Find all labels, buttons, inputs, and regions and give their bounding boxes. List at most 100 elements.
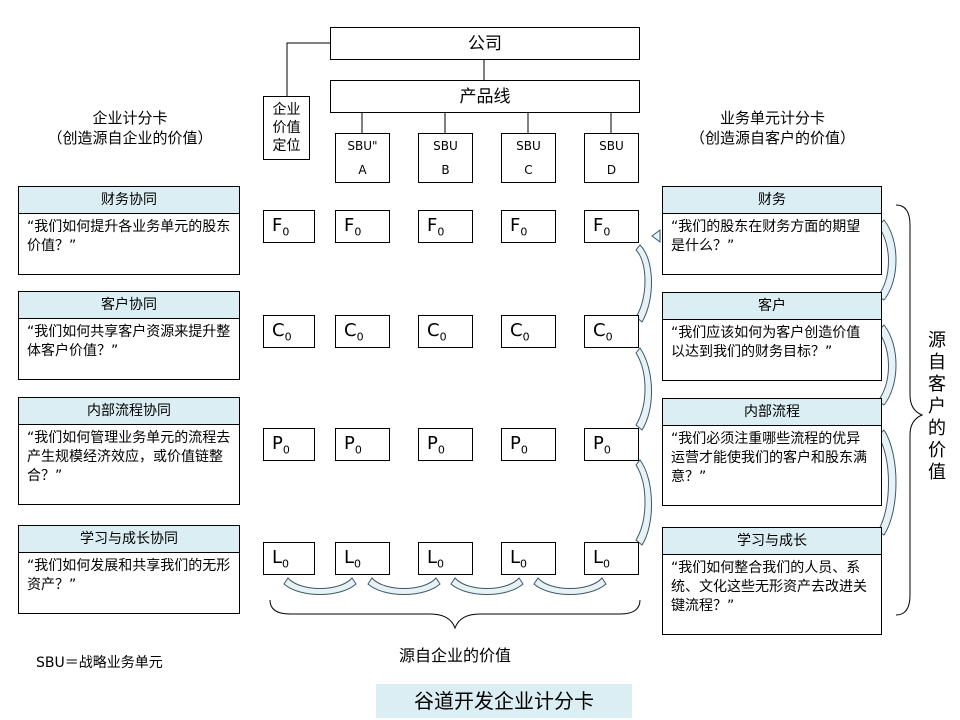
left-title-line1: 企业计分卡 xyxy=(92,109,168,127)
cell-subscript: 0 xyxy=(437,557,445,571)
cell-letter: C xyxy=(272,320,285,341)
cell-subscript: 0 xyxy=(437,443,445,457)
cell-letter: P xyxy=(427,433,438,454)
cell-p-2: P0 xyxy=(418,428,473,461)
cell-subscript: 0 xyxy=(520,443,528,457)
cell-c-3: C0 xyxy=(501,315,556,348)
right-title-line1: 业务单元计分卡 xyxy=(719,109,825,127)
right-side-label: 源 自 客 户 的 价 值 xyxy=(928,330,946,483)
cell-l-3: L0 xyxy=(501,542,556,575)
cell-letter: L xyxy=(427,547,438,568)
cell-letter: F xyxy=(593,215,604,236)
right-title: 业务单元计分卡 （创造源自客户的价值） xyxy=(660,108,885,148)
left-box-learning-header: 学习与成长协同 xyxy=(18,525,240,553)
cell-subscript: 0 xyxy=(354,225,362,239)
right-box-finance-header: 财务 xyxy=(662,186,882,214)
cell-letter: P xyxy=(344,433,355,454)
left-box-customer-header: 客户协同 xyxy=(18,291,240,319)
right-box-process-text: “我们必须注重哪些流程的优异运营才能使我们的客户和股东满意？” xyxy=(662,426,882,506)
cell-subscript: 0 xyxy=(605,330,613,344)
company-box: 公司 xyxy=(330,27,640,60)
cell-f-4: F0 xyxy=(584,210,639,243)
cell-subscript: 0 xyxy=(603,225,611,239)
cell-subscript: 0 xyxy=(284,330,292,344)
footnote: SBU＝战略业务单元 xyxy=(36,655,163,671)
left-box-customer-text: “我们如何共享客户资源来提升整体客户价值？” xyxy=(18,319,240,380)
cell-c-1: C0 xyxy=(335,315,390,348)
left-box-finance-text: “我们如何提升各业务单元的股东价值？” xyxy=(18,214,240,275)
sbu-b-box: SBU B xyxy=(418,133,473,183)
cell-subscript: 0 xyxy=(520,225,528,239)
cell-subscript: 0 xyxy=(520,557,528,571)
cell-letter: L xyxy=(272,547,283,568)
cell-letter: F xyxy=(344,215,355,236)
cell-subscript: 0 xyxy=(282,225,290,239)
sbu-d-box: SBU D xyxy=(584,133,639,183)
sbu-a-box: SBU" A xyxy=(335,133,390,183)
right-box-learning-text: “我们如何整合我们的人员、系统、文化这些无形资产去改进关键流程？” xyxy=(662,555,882,635)
cell-letter: C xyxy=(593,320,606,341)
cell-p-3: P0 xyxy=(501,428,556,461)
left-box-process-text: “我们如何管理业务单元的流程去产生规模经济效应，或价值链整合？” xyxy=(18,425,240,505)
right-box-customer: 客户 “我们应该如何为客户创造价值以达到我们的财务目标？” xyxy=(662,292,882,381)
cell-letter: P xyxy=(272,433,283,454)
cell-l-2: L0 xyxy=(418,542,473,575)
right-title-line2: （创造源自客户的价值） xyxy=(689,129,855,147)
sbu-d-label: SBU xyxy=(599,139,624,153)
cell-subscript: 0 xyxy=(603,443,611,457)
cell-subscript: 0 xyxy=(439,330,447,344)
left-box-customer: 客户协同 “我们如何共享客户资源来提升整体客户价值？” xyxy=(18,291,240,380)
cell-letter: L xyxy=(344,547,355,568)
left-box-learning: 学习与成长协同 “我们如何发展和共享我们的无形资产？” xyxy=(18,525,240,614)
sbu-b-letter: B xyxy=(441,163,450,177)
left-title-line2: （创造源自企业的价值） xyxy=(47,129,213,147)
left-title: 企业计分卡 （创造源自企业的价值） xyxy=(20,108,240,148)
cell-p-0: P0 xyxy=(263,428,315,461)
product-line-box: 产品线 xyxy=(330,80,640,113)
right-box-learning-header: 学习与成长 xyxy=(662,527,882,555)
cell-subscript: 0 xyxy=(354,557,362,571)
cell-l-1: L0 xyxy=(335,542,390,575)
right-box-process: 内部流程 “我们必须注重哪些流程的优异运营才能使我们的客户和股东满意？” xyxy=(662,398,882,506)
cell-letter: C xyxy=(427,320,440,341)
cell-subscript: 0 xyxy=(603,557,611,571)
sbu-c-label: SBU xyxy=(516,139,541,153)
sbu-a-label: SBU" xyxy=(347,139,378,153)
sbu-d-letter: D xyxy=(606,163,617,177)
right-box-process-header: 内部流程 xyxy=(662,398,882,426)
cell-c-4: C0 xyxy=(584,315,639,348)
cell-l-4: L0 xyxy=(584,542,639,575)
right-box-customer-text: “我们应该如何为客户创造价值以达到我们的财务目标？” xyxy=(662,320,882,381)
cell-p-4: P0 xyxy=(584,428,639,461)
cell-f-1: F0 xyxy=(335,210,390,243)
value-position-box: 企业 价值 定位 xyxy=(263,96,310,160)
cell-letter: L xyxy=(593,547,604,568)
left-box-process: 内部流程协同 “我们如何管理业务单元的流程去产生规模经济效应，或价值链整合？” xyxy=(18,397,240,505)
right-box-customer-header: 客户 xyxy=(662,292,882,320)
cell-letter: F xyxy=(272,215,283,236)
cell-subscript: 0 xyxy=(282,557,290,571)
footer-title: 谷道开发企业计分卡 xyxy=(376,684,632,718)
cell-subscript: 0 xyxy=(282,443,290,457)
left-box-finance: 财务协同 “我们如何提升各业务单元的股东价值？” xyxy=(18,186,240,275)
cell-f-2: F0 xyxy=(418,210,473,243)
cell-f-3: F0 xyxy=(501,210,556,243)
cell-letter: P xyxy=(510,433,521,454)
cell-c-2: C0 xyxy=(418,315,473,348)
left-box-learning-text: “我们如何发展和共享我们的无形资产？” xyxy=(18,553,240,614)
sbu-c-letter: C xyxy=(524,163,533,177)
cell-subscript: 0 xyxy=(437,225,445,239)
sbu-c-box: SBU C xyxy=(501,133,556,183)
cell-l-0: L0 xyxy=(263,542,315,575)
bottom-label: 源自企业的价值 xyxy=(398,646,511,665)
cell-subscript: 0 xyxy=(522,330,530,344)
left-box-process-header: 内部流程协同 xyxy=(18,397,240,425)
cell-p-1: P0 xyxy=(335,428,390,461)
right-box-finance: 财务 “我们的股东在财务方面的期望是什么？” xyxy=(662,186,882,275)
cell-letter: C xyxy=(344,320,357,341)
cell-subscript: 0 xyxy=(356,330,364,344)
sbu-a-letter: A xyxy=(358,163,367,177)
cell-subscript: 0 xyxy=(354,443,362,457)
right-box-finance-text: “我们的股东在财务方面的期望是什么？” xyxy=(662,214,882,275)
